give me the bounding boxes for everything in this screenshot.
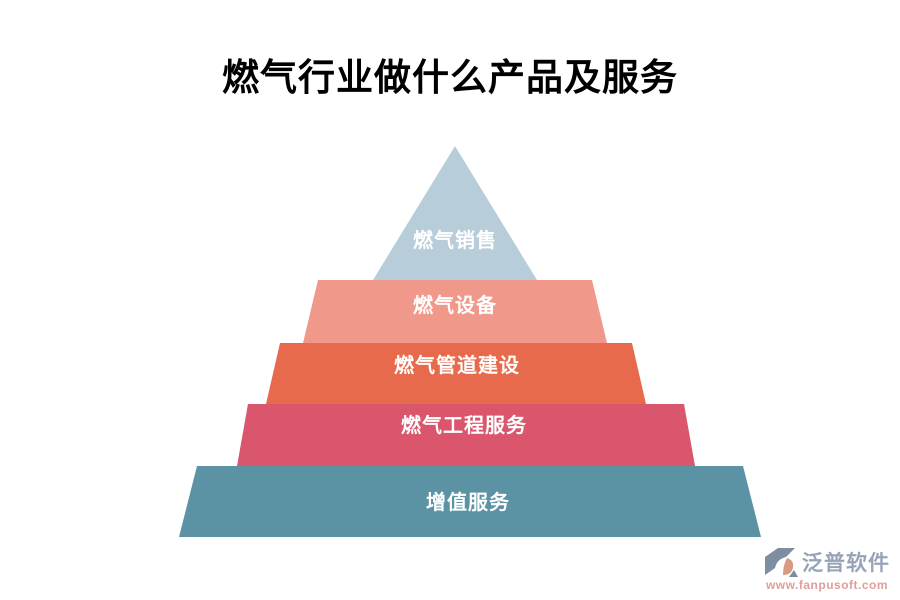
pyramid-level-value-added-service: 增值服务 <box>179 466 761 537</box>
pyramid-level-pipeline-construction: 燃气管道建设 <box>266 343 646 404</box>
pyramid-level-1-label: 燃气销售 <box>413 228 497 252</box>
pyramid-level-gas-equipment: 燃气设备 <box>303 280 607 343</box>
pyramid-level-3-label: 燃气管道建设 <box>394 353 520 377</box>
pyramid-level-5-shape <box>179 466 761 537</box>
pyramid-level-2-label: 燃气设备 <box>413 293 497 317</box>
pyramid-level-5-label: 增值服务 <box>426 490 510 514</box>
brand-name: 泛普软件 <box>802 552 890 575</box>
pyramid-level-1-shape <box>373 146 537 280</box>
pyramid-level-gas-sales: 燃气销售 <box>373 146 537 280</box>
pyramid-level-2-shape <box>303 280 607 343</box>
brand-website: www.fanpusoft.com <box>765 578 889 592</box>
brand-row: 泛普软件 <box>764 547 890 577</box>
logo-icon-primary-shape <box>765 548 795 575</box>
pyramid-level-4-shape <box>237 404 695 466</box>
page-title: 燃气行业做什么产品及服务 <box>222 57 678 98</box>
logo-icon-accent-shape <box>783 558 794 575</box>
pyramid-level-engineering-service: 燃气工程服务 <box>237 404 695 466</box>
brand-watermark: 泛普软件 www.fanpusoft.com <box>764 547 890 592</box>
pyramid-level-4-label: 燃气工程服务 <box>401 413 527 437</box>
fanpu-logo-icon <box>765 548 798 577</box>
pyramid-level-3-shape <box>266 343 646 404</box>
logo-icon-tail-shape <box>789 570 798 577</box>
